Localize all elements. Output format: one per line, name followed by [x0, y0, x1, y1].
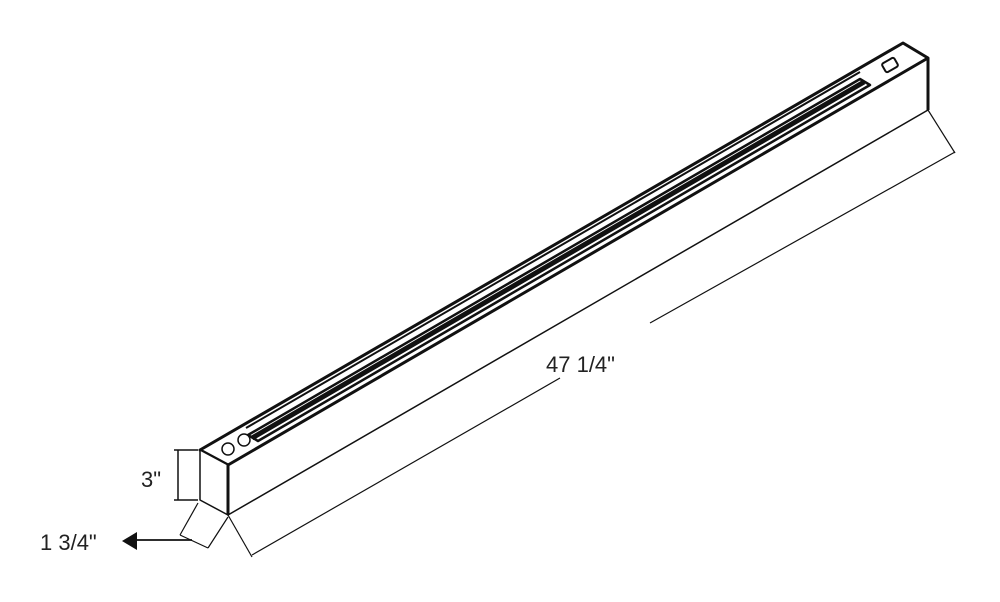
- width-label: 1 3/4": [40, 530, 97, 555]
- arrow-left-icon: [122, 532, 137, 550]
- length-dimension-line: [649, 151, 956, 324]
- length-label: 47 1/4": [546, 352, 615, 377]
- knockout-icon: [221, 442, 235, 456]
- length-dimension-line: [251, 377, 561, 556]
- fixture-front-face: [227, 57, 929, 516]
- width-dimension-line: [179, 534, 209, 549]
- height-label: 3": [141, 467, 162, 492]
- connector-icon: [881, 56, 899, 74]
- knockout-icon: [237, 433, 251, 447]
